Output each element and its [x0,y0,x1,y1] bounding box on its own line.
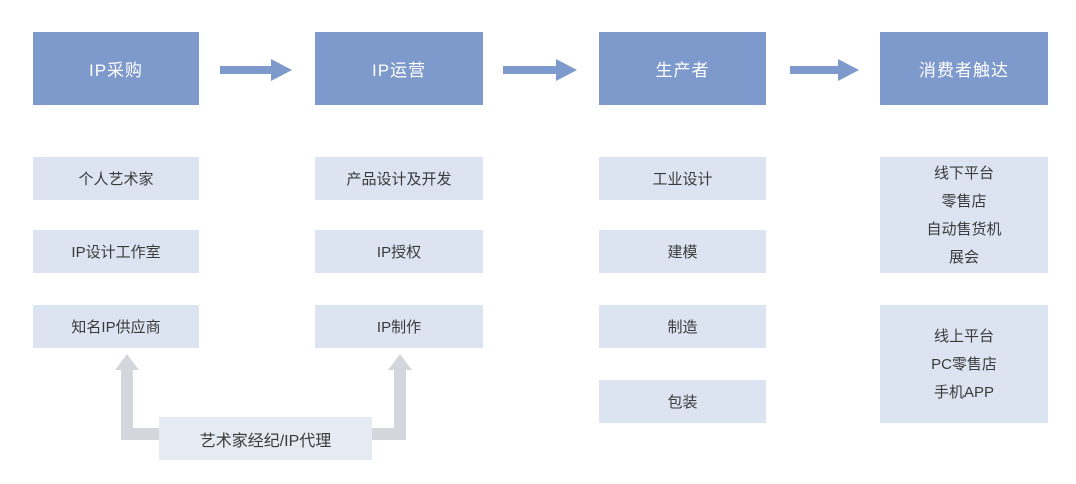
item-ip-licensing: IP授权 [315,230,483,273]
channel-exhibition: 展会 [948,248,979,266]
flow-arrow-right-icon [220,59,292,81]
channel-retail-store: 零售店 [941,192,987,210]
connector-left-arrowhead-up-icon [115,354,139,370]
item-modeling: 建模 [599,230,766,273]
channel-online-platform: 线上平台 [933,327,994,345]
group-offline-channels: 线下平台 零售店 自动售货机 展会 [880,157,1048,273]
stage-header-consumer-reach: 消费者触达 [880,32,1048,105]
channel-offline-platform: 线下平台 [933,164,994,182]
flow-arrow-right-icon [790,59,859,81]
channel-vending-machine: 自动售货机 [926,220,1002,238]
item-industrial-design: 工业设计 [599,157,766,200]
item-packaging: 包装 [599,380,766,423]
agency-box-artist-broker-ip-agent: 艺术家经纪/IP代理 [159,417,372,460]
flow-arrow-right-icon [503,59,577,81]
item-individual-artist: 个人艺术家 [33,157,199,200]
connector-right-arrowhead-up-icon [388,354,412,370]
item-manufacturing: 制造 [599,305,766,348]
group-online-channels: 线上平台 PC零售店 手机APP [880,305,1048,423]
connector-left-line [121,368,159,440]
item-product-design-dev: 产品设计及开发 [315,157,483,200]
channel-pc-retail-store: PC零售店 [931,355,997,373]
item-ip-production: IP制作 [315,305,483,348]
item-ip-design-studio: IP设计工作室 [33,230,199,273]
stage-header-ip-sourcing: IP采购 [33,32,199,105]
stage-header-producer: 生产者 [599,32,766,105]
item-famous-ip-supplier: 知名IP供应商 [33,305,199,348]
stage-header-ip-operation: IP运营 [315,32,483,105]
connector-right-line [372,368,406,440]
channel-mobile-app: 手机APP [933,383,994,401]
